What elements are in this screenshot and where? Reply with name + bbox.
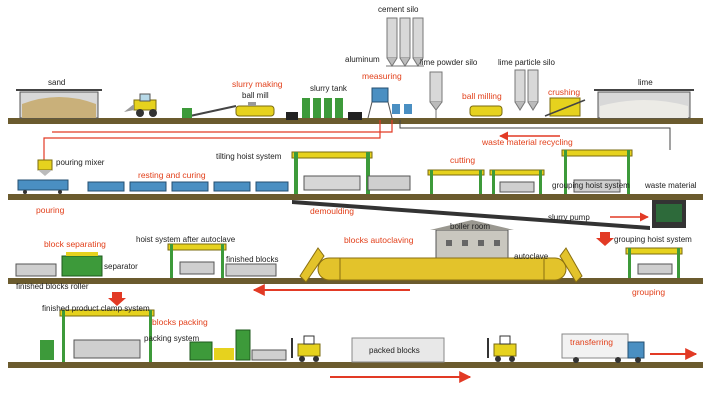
autoclave-vessel bbox=[299, 247, 583, 283]
ground-lines bbox=[8, 118, 703, 368]
forklift-2 bbox=[487, 335, 517, 362]
label-packed-blocks: packed blocks bbox=[369, 346, 420, 355]
label-resting-and-curing: resting and curing bbox=[138, 170, 206, 180]
label-finished-product-clamp-system: finished product clamp system bbox=[42, 304, 150, 313]
label-ball-milling: ball milling bbox=[462, 91, 502, 101]
ground-line-1 bbox=[8, 118, 703, 124]
slurry-pipes bbox=[43, 120, 671, 160]
label-block-separating: block separating bbox=[44, 239, 106, 249]
truck bbox=[561, 333, 645, 363]
label-crushing: crushing bbox=[548, 87, 581, 97]
label-waste-material: waste material bbox=[645, 181, 697, 190]
label-slurry-tank: slurry tank bbox=[310, 84, 347, 93]
wheel-loader-1 bbox=[124, 93, 157, 117]
cutting-blocks bbox=[367, 175, 411, 191]
tilting-hoist bbox=[291, 151, 373, 194]
label-packing-system: packing system bbox=[144, 334, 200, 343]
pouring-mould-cart bbox=[17, 179, 69, 194]
label-aluminum: aluminum bbox=[345, 55, 380, 64]
label-pouring: pouring bbox=[36, 205, 65, 215]
demoulding-ramp bbox=[292, 200, 650, 230]
label-separator: separator bbox=[104, 262, 138, 271]
cement-silos bbox=[386, 17, 424, 67]
label-grouping: grouping bbox=[632, 287, 666, 297]
ball-mill bbox=[235, 102, 275, 117]
label-slurry-making: slurry making bbox=[232, 79, 283, 89]
ground-line-4 bbox=[8, 362, 703, 368]
grouping-hoist-2 bbox=[625, 247, 683, 278]
cutting-machine bbox=[427, 169, 545, 194]
lime-storage bbox=[594, 89, 694, 119]
label-hoist-system-after-autoclave: hoist system after autoclave bbox=[136, 235, 236, 244]
label-cement-silo: cement silo bbox=[378, 5, 419, 14]
crusher bbox=[544, 97, 586, 117]
ground-line-2 bbox=[8, 194, 703, 200]
waste-material-pit bbox=[652, 200, 686, 228]
boiler-room-building bbox=[430, 220, 514, 261]
clamp-system bbox=[59, 309, 155, 362]
label-transferring: transferring bbox=[570, 337, 613, 347]
label-cutting: cutting bbox=[450, 155, 476, 165]
ball-mill-conveyor bbox=[182, 105, 237, 118]
separator-machine bbox=[61, 252, 103, 277]
label-ball-mill: ball mill bbox=[242, 91, 269, 100]
lime-particle-silos bbox=[514, 69, 539, 111]
label-finished-blocks-roller: finished blocks roller bbox=[16, 282, 89, 291]
label-sand: sand bbox=[48, 78, 66, 87]
arrow-down-roller bbox=[108, 292, 126, 306]
separating-blocks bbox=[15, 263, 57, 277]
lime-powder-silo bbox=[429, 71, 443, 118]
flow-arrows bbox=[108, 131, 698, 383]
label-blocks-packing: blocks packing bbox=[152, 317, 208, 327]
packing-machine bbox=[40, 329, 287, 361]
arrow-down-grouping bbox=[596, 232, 614, 246]
sand-storage bbox=[16, 89, 102, 119]
hoist-after-autoclave bbox=[167, 243, 227, 278]
label-slurry-pump: slurry pump bbox=[548, 213, 590, 222]
pouring-mixer bbox=[37, 159, 53, 176]
label-boiler-room: boiler room bbox=[450, 222, 491, 231]
label-lime-particle-silo: lime particle silo bbox=[498, 58, 555, 67]
forklift-1 bbox=[291, 335, 321, 362]
label-grouping-hoist-system-1: grouping hoist system bbox=[552, 181, 630, 190]
label-demoulding: demoulding bbox=[310, 206, 354, 216]
label-blocks-autoclaving: blocks autoclaving bbox=[344, 235, 414, 245]
label-lime-powder-silo: lime powder silo bbox=[420, 58, 478, 67]
ball-milling-machine bbox=[469, 105, 503, 117]
label-grouping-hoist-system-2: grouping hoist system bbox=[614, 235, 692, 244]
label-lime: lime bbox=[638, 78, 653, 87]
label-tilting-hoist-system: tilting hoist system bbox=[216, 152, 282, 161]
finished-blocks-stack bbox=[225, 263, 277, 277]
curing-moulds bbox=[87, 181, 289, 192]
packed-blocks-box bbox=[351, 337, 445, 363]
measuring-station bbox=[348, 87, 412, 120]
label-finished-blocks: finished blocks bbox=[226, 255, 279, 264]
label-measuring: measuring bbox=[362, 71, 402, 81]
label-waste-material-recycling: waste material recycling bbox=[482, 137, 573, 147]
slurry-tanks bbox=[286, 98, 343, 120]
label-autoclave: autoclave bbox=[514, 252, 549, 261]
ground-line-3 bbox=[8, 278, 703, 284]
label-pouring-mixer: pouring mixer bbox=[56, 158, 105, 167]
grouping-hoist-1 bbox=[561, 149, 633, 194]
